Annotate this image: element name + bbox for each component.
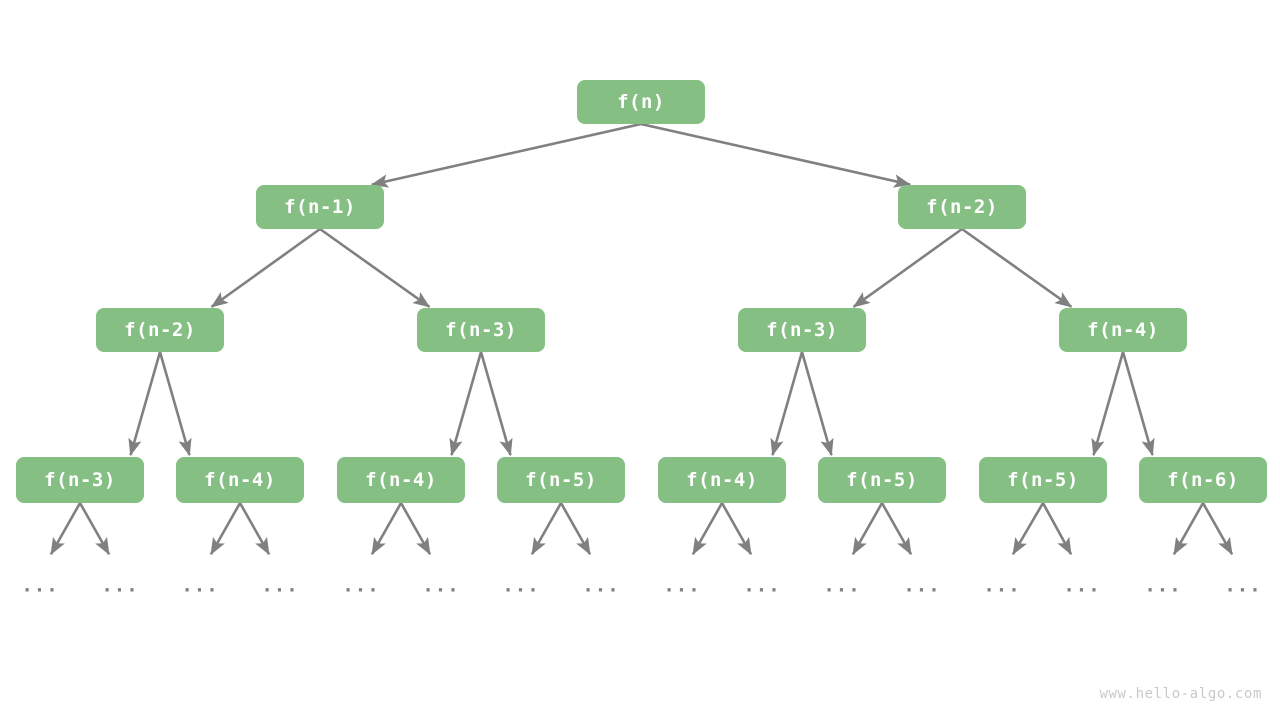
- ellipsis-marker: ...: [422, 574, 460, 597]
- tree-node: f(n-3): [417, 308, 545, 352]
- tree-node: f(n-1): [256, 185, 384, 229]
- tree-node: f(n-4): [337, 457, 465, 503]
- ellipsis-marker: ...: [342, 574, 380, 597]
- tree-node: f(n-5): [497, 457, 625, 503]
- tree-node: f(n-2): [96, 308, 224, 352]
- tree-node: f(n-3): [738, 308, 866, 352]
- tree-node: f(n): [577, 80, 705, 124]
- ellipsis-marker: ...: [743, 574, 781, 597]
- tree-node: f(n-5): [979, 457, 1107, 503]
- tree-node: f(n-5): [818, 457, 946, 503]
- tree-node: f(n-4): [1059, 308, 1187, 352]
- ellipsis-marker: ...: [1063, 574, 1101, 597]
- tree-node: f(n-6): [1139, 457, 1267, 503]
- ellipsis-marker: ...: [823, 574, 861, 597]
- tree-node: f(n-4): [658, 457, 786, 503]
- ellipsis-marker: ...: [21, 574, 59, 597]
- ellipsis-marker: ...: [181, 574, 219, 597]
- tree-node: f(n-2): [898, 185, 1026, 229]
- tree-node: f(n-4): [176, 457, 304, 503]
- ellipsis-marker: ...: [582, 574, 620, 597]
- ellipsis-marker: ...: [1224, 574, 1262, 597]
- ellipsis-marker: ...: [101, 574, 139, 597]
- ellipsis-marker: ...: [903, 574, 941, 597]
- ellipsis-marker: ...: [261, 574, 299, 597]
- ellipsis-marker: ...: [502, 574, 540, 597]
- ellipsis-marker: ...: [663, 574, 701, 597]
- tree-node: f(n-3): [16, 457, 144, 503]
- ellipsis-marker: ...: [1144, 574, 1182, 597]
- ellipsis-marker: ...: [983, 574, 1021, 597]
- watermark-label: www.hello-algo.com: [1099, 686, 1262, 702]
